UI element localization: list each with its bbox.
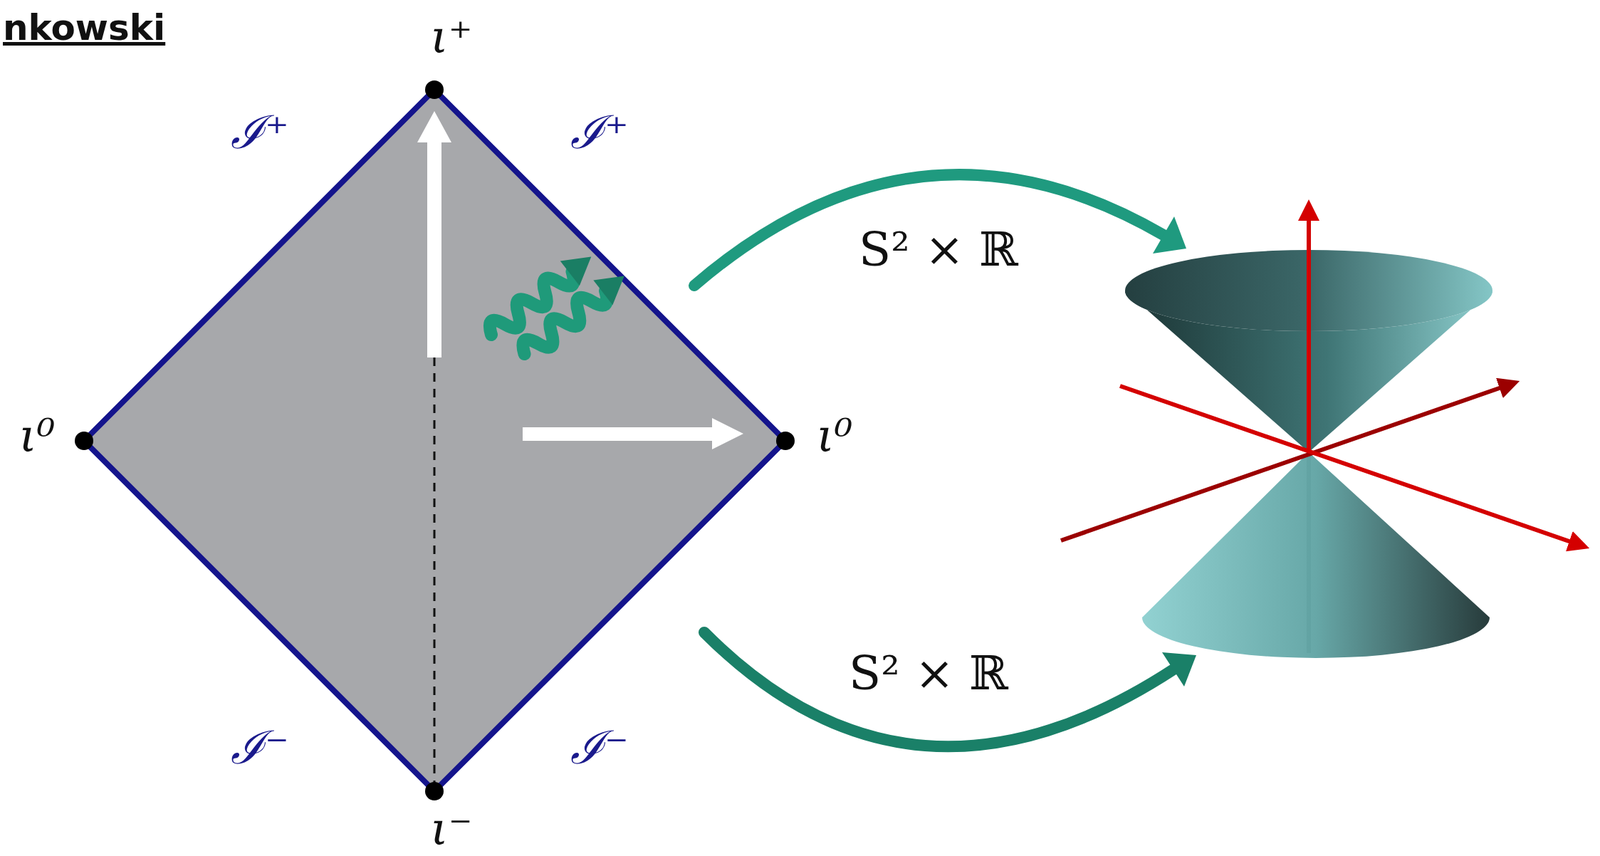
corner-dot: [425, 781, 444, 801]
future-null-infinity: ℐ⁺: [570, 107, 629, 158]
map-arrow-head: [1152, 216, 1187, 254]
time-arrow-head: [417, 111, 452, 143]
future-timelike-infinity: ι⁺: [430, 12, 473, 62]
time-arrow: [427, 139, 442, 358]
future-null-infinity: ℐ⁺: [230, 107, 290, 158]
map-arrow: [704, 632, 1174, 747]
space-arrow-head: [712, 417, 744, 450]
topology-label: S² × ℝ: [848, 647, 1009, 700]
spatial-infinity: ι⁰: [19, 410, 56, 461]
radiation-waves: [481, 235, 634, 376]
topology-label: S² × ℝ: [858, 224, 1019, 277]
corner-dot: [425, 80, 444, 99]
past-null-infinity: ℐ⁻: [230, 722, 290, 773]
map-arrow-head: [1162, 652, 1197, 687]
corner-dot: [74, 431, 94, 451]
corner-dot: [776, 431, 795, 451]
title-fragment: nkowski: [2, 8, 166, 48]
origin-dashed-line: [433, 357, 436, 792]
past-timelike-infinity: ι⁻: [430, 803, 473, 854]
map-arrow: [694, 174, 1164, 286]
space-arrow: [522, 427, 714, 441]
axis: [1120, 385, 1580, 545]
axis: [1060, 384, 1510, 541]
lower-cone: [1142, 452, 1490, 658]
axis: [1306, 210, 1311, 453]
penrose-diamond: [84, 89, 786, 792]
spatial-infinity: ι⁰: [816, 410, 854, 461]
past-null-infinity: ℐ⁻: [570, 722, 629, 773]
